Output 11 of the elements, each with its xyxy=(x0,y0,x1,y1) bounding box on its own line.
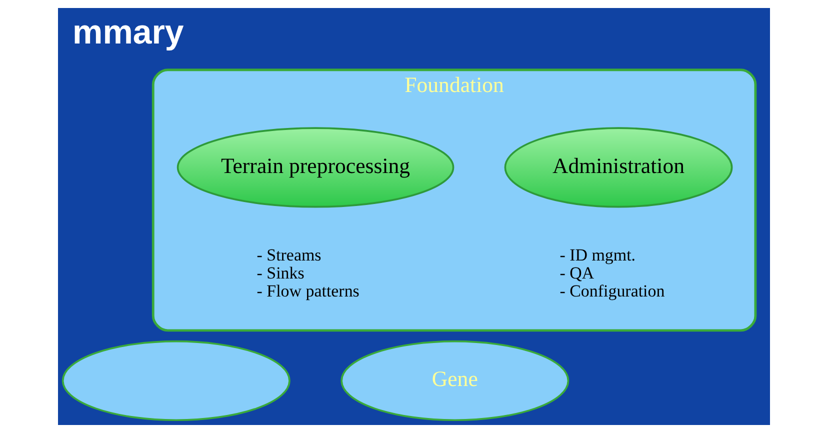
node-ellipse: Gene xyxy=(340,340,569,422)
node-ellipse: Terrain preprocessing xyxy=(176,127,454,208)
diagram-title: mmary xyxy=(72,14,184,52)
node-label: - ID mgmt. xyxy=(559,245,636,264)
node-label: - Configuration xyxy=(559,282,664,301)
node-ellipse xyxy=(61,340,290,422)
node-label: - Flow patterns xyxy=(256,282,359,301)
node-label: - Streams xyxy=(256,245,321,264)
node-ellipse: Administration xyxy=(504,127,732,208)
node-label: - Sinks xyxy=(256,264,304,283)
node-label: - QA xyxy=(559,264,594,283)
